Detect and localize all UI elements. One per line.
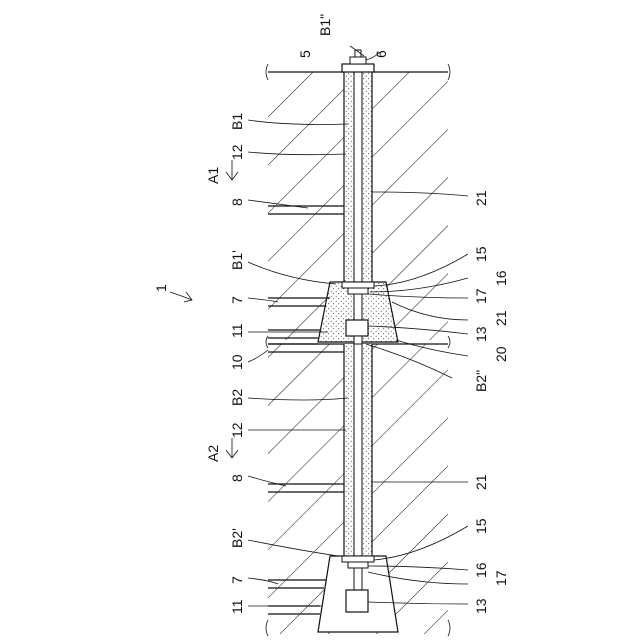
- label-13-b: 13: [473, 598, 489, 614]
- label-B1-prime: B1': [229, 250, 245, 270]
- label-21-b: 21: [493, 310, 509, 326]
- direction-arrows: [170, 160, 238, 458]
- top-anchor-plate: [342, 50, 374, 72]
- label-B2-double-prime: B2": [473, 370, 489, 392]
- label-7-lower: 7: [229, 576, 245, 584]
- label-17-a: 17: [473, 288, 489, 304]
- label-10: 10: [229, 354, 245, 370]
- label-A2: A2: [205, 445, 221, 462]
- label-11-lower: 11: [229, 599, 245, 614]
- lower-tapered-anchor: [318, 556, 398, 632]
- label-16-b: 16: [473, 562, 489, 578]
- label-8-lower: 8: [229, 474, 245, 482]
- label-A1: A1: [205, 167, 221, 184]
- label-21-c: 21: [473, 474, 489, 490]
- label-13-a: 13: [473, 326, 489, 342]
- label-16-a: 16: [493, 270, 509, 286]
- label-5: 5: [297, 50, 313, 58]
- label-20: 20: [493, 346, 509, 362]
- label-6: 6: [373, 50, 389, 58]
- label-12-lower: 12: [229, 422, 245, 438]
- label-7-upper: 7: [229, 296, 245, 304]
- label-12-upper: 12: [229, 144, 245, 160]
- label-B2: B2: [229, 389, 245, 406]
- upper-tension-bar: [354, 60, 362, 286]
- label-B2-prime: B2': [229, 528, 245, 548]
- label-17-b: 17: [493, 570, 509, 586]
- label-21-a: 21: [473, 190, 489, 206]
- label-assembly-1: 1: [153, 284, 169, 292]
- label-15-a: 15: [473, 246, 489, 262]
- label-B1: B1: [229, 113, 245, 130]
- label-15-b: 15: [473, 518, 489, 534]
- lower-tension-bar: [354, 344, 362, 558]
- label-B1-top: B1": [317, 14, 333, 36]
- label-11-upper: 11: [229, 323, 245, 338]
- label-8-upper: 8: [229, 198, 245, 206]
